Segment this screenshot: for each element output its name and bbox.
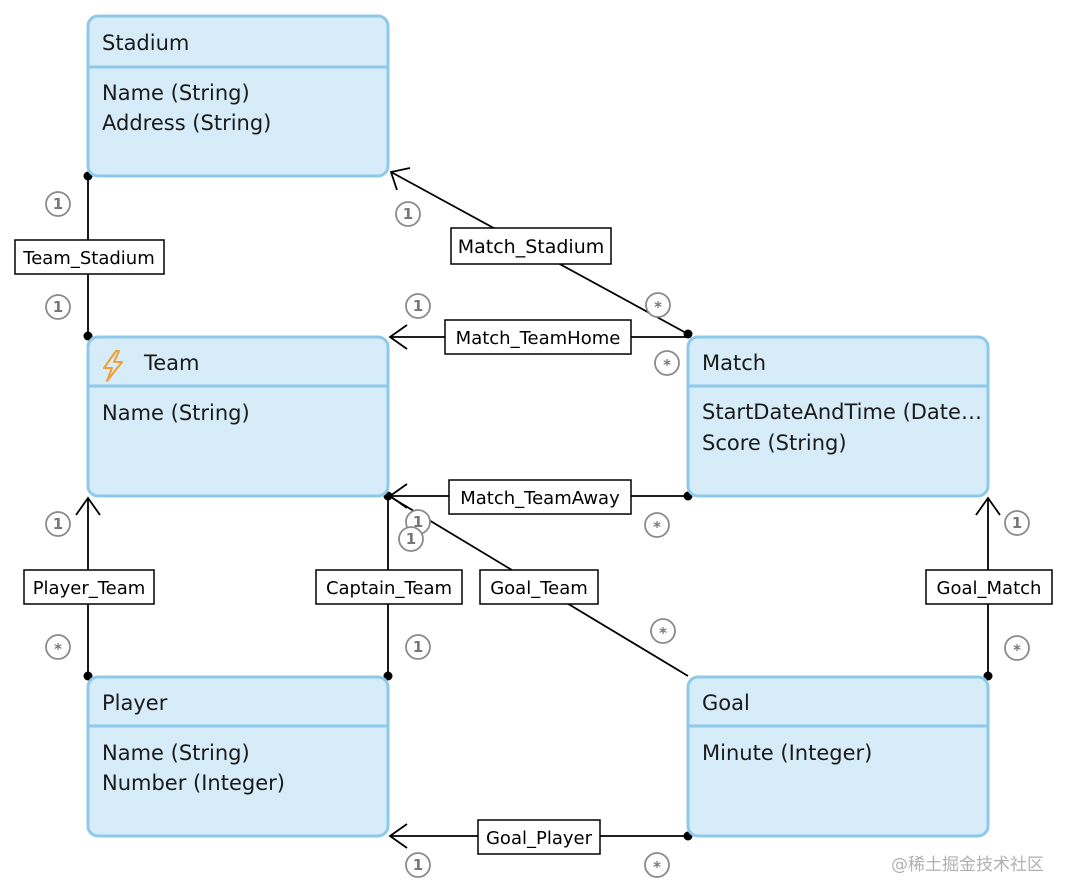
entity-stadium[interactable]: Stadium Name (String) Address (String) — [86, 14, 390, 178]
multiplicity-many: * — [644, 852, 670, 878]
svg-text:Goal_Match: Goal_Match — [937, 578, 1042, 599]
entity-match[interactable]: Match StartDateAndTime (Date… Score (Str… — [686, 335, 990, 498]
arrowhead — [975, 496, 1001, 516]
relation-label-team-stadium[interactable]: Team_Stadium — [14, 239, 165, 275]
multiplicity-many: * — [1004, 635, 1030, 661]
connector-end-dot — [383, 671, 393, 681]
svg-text:Match_TeamAway: Match_TeamAway — [460, 488, 620, 509]
multiplicity-one: 1 — [45, 294, 71, 320]
relation-label-match-teamhome[interactable]: Match_TeamHome — [444, 319, 632, 355]
multiplicity-one: 1 — [395, 201, 421, 227]
svg-text:1: 1 — [53, 515, 63, 533]
entity-team[interactable]: Team Name (String) — [86, 335, 390, 498]
svg-text:1: 1 — [413, 297, 423, 315]
entity-title: Goal — [702, 691, 750, 715]
svg-text:*: * — [1013, 641, 1021, 659]
entity-title: Team — [143, 351, 200, 375]
arrowhead — [389, 167, 411, 191]
multiplicity-many: * — [644, 512, 670, 538]
svg-text:1: 1 — [413, 513, 423, 531]
arrowhead — [388, 324, 408, 350]
multiplicity-one: 1 — [45, 191, 71, 217]
svg-text:Goal_Team: Goal_Team — [490, 578, 588, 599]
multiplicity-one: 1 — [405, 293, 431, 319]
arrowhead — [388, 823, 408, 849]
entity-attribute: Minute (Integer) — [702, 741, 872, 765]
svg-text:1: 1 — [413, 638, 423, 656]
multiplicity-one: 1 — [405, 634, 431, 660]
entity-goal[interactable]: Goal Minute (Integer) — [686, 675, 990, 838]
entity-title: Player — [102, 691, 168, 715]
multiplicity-many: * — [45, 634, 71, 660]
multiplicity-one: 1 — [45, 511, 71, 537]
relation-label-goal-match[interactable]: Goal_Match — [925, 569, 1053, 605]
entity-player[interactable]: Player Name (String) Number (Integer) — [86, 675, 390, 838]
entity-attribute: Name (String) — [102, 401, 250, 425]
svg-text:*: * — [659, 624, 667, 642]
lightning-icon — [103, 350, 123, 382]
svg-text:1: 1 — [1012, 514, 1022, 532]
arrowhead — [75, 496, 101, 516]
multiplicity-many: * — [654, 350, 680, 376]
svg-text:Captain_Team: Captain_Team — [326, 578, 452, 599]
svg-text:Goal_Player: Goal_Player — [486, 828, 593, 849]
relation-label-match-stadium[interactable]: Match_Stadium — [450, 227, 612, 265]
entity-attribute: Address (String) — [102, 111, 271, 135]
svg-text:*: * — [663, 356, 671, 374]
multiplicity-many: * — [650, 618, 676, 644]
svg-text:*: * — [54, 640, 62, 658]
svg-text:1: 1 — [406, 530, 416, 548]
connector-end-dot — [83, 671, 93, 681]
multiplicity-one: 1 — [405, 852, 431, 878]
svg-text:Match_Stadium: Match_Stadium — [458, 236, 605, 258]
entity-attribute: Score (String) — [702, 431, 847, 455]
relation-label-goal-team[interactable]: Goal_Team — [479, 569, 599, 605]
svg-text:1: 1 — [53, 298, 63, 316]
multiplicity-one: 1 — [1004, 510, 1030, 536]
watermark: @稀土掘金技术社区 — [891, 855, 1044, 875]
entity-attribute: Name (String) — [102, 81, 250, 105]
entity-title: Match — [702, 351, 766, 375]
entity-title: Stadium — [102, 31, 189, 55]
relation-label-captain-team[interactable]: Captain_Team — [315, 569, 463, 605]
entity-attribute: Name (String) — [102, 741, 250, 765]
connector-end-dot — [83, 331, 93, 341]
multiplicity-many: * — [645, 292, 671, 318]
svg-text:*: * — [654, 298, 662, 316]
svg-text:1: 1 — [413, 856, 423, 874]
entity-attribute: Number (Integer) — [102, 771, 285, 795]
connector-end-dot — [983, 671, 993, 681]
svg-text:Team_Stadium: Team_Stadium — [22, 248, 154, 269]
svg-text:*: * — [653, 518, 661, 536]
relation-label-player-team[interactable]: Player_Team — [23, 569, 155, 605]
svg-text:Match_TeamHome: Match_TeamHome — [456, 328, 621, 349]
svg-text:Player_Team: Player_Team — [33, 578, 146, 599]
svg-text:1: 1 — [403, 205, 413, 223]
relation-label-match-teamaway[interactable]: Match_TeamAway — [448, 479, 632, 515]
entity-attribute: StartDateAndTime (Date… — [702, 400, 982, 424]
relation-label-goal-player[interactable]: Goal_Player — [477, 819, 601, 855]
multiplicity-one: 1 — [398, 526, 424, 552]
svg-text:1: 1 — [53, 195, 63, 213]
svg-text:*: * — [653, 858, 661, 876]
